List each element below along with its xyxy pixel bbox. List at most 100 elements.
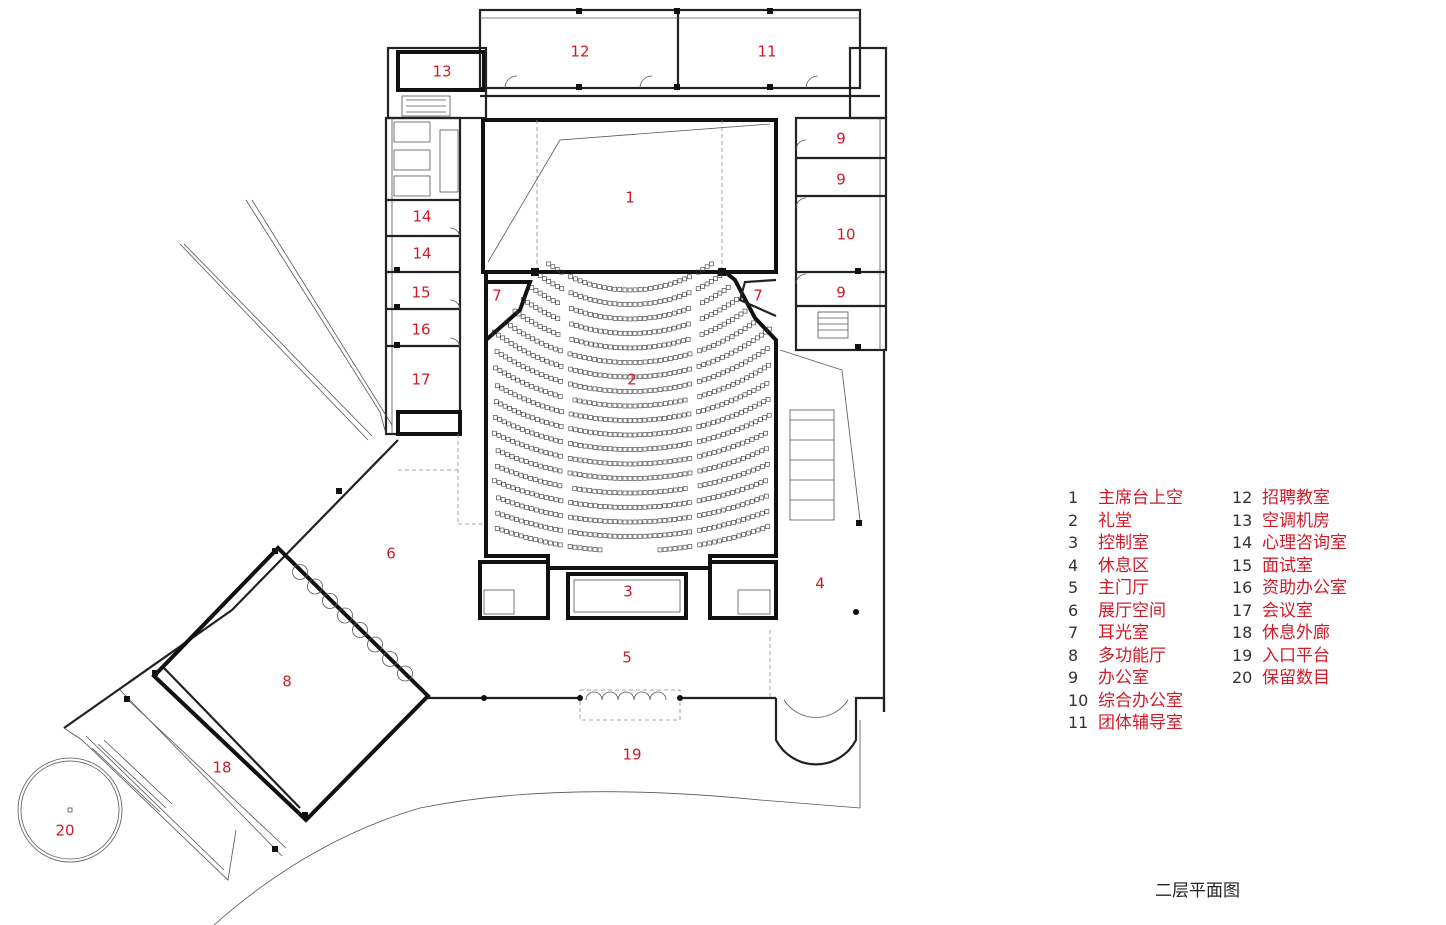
seat [548, 344, 554, 350]
seat [765, 524, 770, 530]
seat [748, 421, 754, 427]
seat [602, 504, 608, 509]
seat [696, 498, 702, 504]
seat [627, 302, 633, 307]
seat [508, 323, 514, 329]
seat [569, 321, 575, 327]
seat [672, 429, 677, 434]
seat [607, 417, 613, 423]
seat [597, 314, 603, 319]
seat [588, 341, 594, 347]
seat [715, 418, 721, 424]
seat [667, 371, 673, 376]
seat [524, 444, 530, 449]
seat [682, 397, 688, 403]
seat [716, 523, 722, 529]
seat [672, 531, 678, 537]
seat [682, 368, 687, 373]
seat [617, 287, 623, 292]
seat [622, 316, 628, 322]
seat [602, 402, 608, 408]
seat [677, 354, 683, 359]
seat [577, 472, 583, 478]
seat [666, 326, 672, 332]
seat [516, 328, 522, 334]
seat [734, 314, 740, 320]
seat [760, 463, 765, 469]
seat [539, 433, 544, 439]
seat [501, 435, 506, 440]
seat [548, 496, 554, 502]
seat [597, 503, 603, 509]
seat [729, 366, 735, 372]
legend-label: 空调机房 [1262, 510, 1330, 531]
seat [519, 457, 524, 463]
seat [672, 502, 677, 508]
seat [612, 475, 618, 481]
room-number-5: 5 [622, 649, 632, 667]
seat [553, 362, 559, 368]
seat [647, 504, 653, 510]
seat [681, 292, 687, 298]
seat [602, 417, 608, 422]
seat [713, 326, 718, 331]
seat [530, 336, 535, 342]
seat [617, 359, 623, 365]
seat [572, 397, 578, 403]
seat [602, 387, 608, 393]
seat [652, 431, 658, 437]
seat [681, 323, 686, 328]
seat [687, 544, 693, 549]
seat [573, 292, 579, 298]
seat [582, 531, 588, 537]
seat [579, 339, 584, 345]
legend-number: 7 [1068, 623, 1079, 642]
seat [647, 300, 653, 306]
seat [607, 504, 613, 510]
seat [557, 393, 563, 399]
seat [657, 401, 663, 407]
seat [587, 385, 593, 391]
seat [499, 385, 505, 391]
seat [525, 366, 531, 372]
seat [744, 438, 750, 444]
seat [553, 437, 559, 443]
seat [568, 426, 574, 432]
seat [760, 383, 765, 389]
seat [622, 418, 628, 423]
seat [657, 416, 662, 422]
seat [701, 497, 707, 503]
seat [568, 290, 574, 296]
seat [504, 467, 510, 473]
seat [558, 424, 564, 429]
legend-number: 15 [1232, 555, 1253, 575]
seat [498, 401, 504, 407]
seat [587, 444, 593, 450]
seat [736, 533, 742, 539]
seat [523, 474, 529, 480]
seat [721, 321, 727, 327]
seat [588, 311, 593, 317]
seat [501, 419, 507, 425]
seat [647, 519, 653, 524]
seat [741, 471, 747, 476]
seat [587, 296, 593, 302]
seat [537, 290, 543, 296]
seat [521, 331, 526, 337]
seat [577, 530, 583, 536]
seat [736, 457, 741, 463]
seat [697, 542, 703, 548]
seat [529, 383, 534, 389]
seat [706, 375, 712, 381]
seat [577, 354, 583, 359]
seat [746, 530, 751, 536]
legend-label: 面试室 [1262, 555, 1313, 576]
seat [710, 358, 716, 364]
seat [696, 409, 701, 415]
seat [533, 477, 538, 483]
seat [617, 475, 623, 481]
control-rooms [478, 560, 778, 620]
seat [559, 286, 565, 292]
